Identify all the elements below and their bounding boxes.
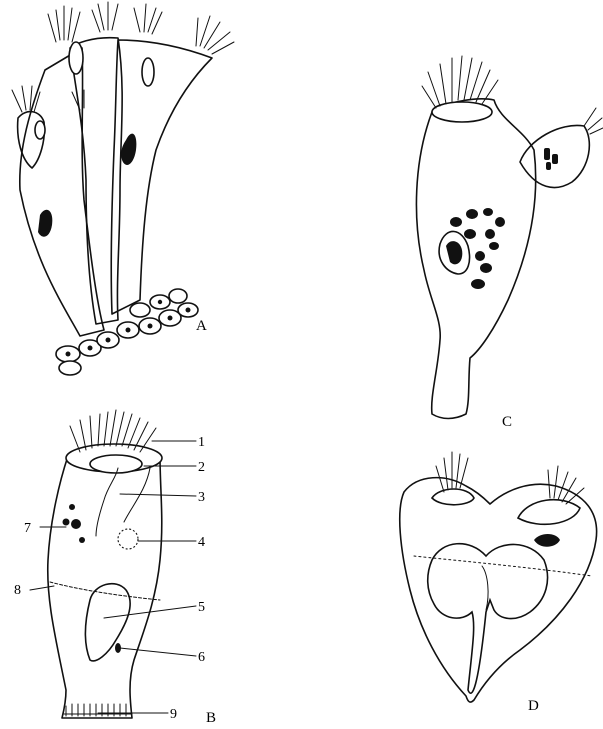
panel-b-granules bbox=[63, 504, 86, 543]
panel-c-cell: C bbox=[416, 56, 603, 430]
panel-a-opening-3 bbox=[35, 121, 45, 139]
panel-b-macronucleus bbox=[85, 584, 130, 661]
panel-a-cell-right bbox=[111, 40, 212, 314]
panel-d-opening-right bbox=[518, 500, 580, 525]
callout-2: 2 bbox=[198, 460, 205, 475]
panel-d-opening-left bbox=[432, 489, 474, 505]
panel-b-body bbox=[48, 456, 162, 718]
callout-4: 4 bbox=[198, 535, 205, 550]
panel-c-bud-nuclei bbox=[544, 148, 558, 170]
panel-b-label: B bbox=[206, 710, 216, 726]
panel-a-colony: A bbox=[12, 2, 234, 375]
panel-a-opening-2 bbox=[142, 58, 154, 86]
panel-c-cilia bbox=[422, 56, 498, 108]
panel-b-cell: 1 2 3 4 5 6 7 8 9 B bbox=[14, 410, 216, 726]
panel-b-gullet bbox=[96, 468, 118, 536]
callout-3: 3 bbox=[198, 490, 205, 505]
panel-b-leader-lines bbox=[30, 441, 196, 713]
callout-5: 5 bbox=[198, 600, 205, 615]
callout-9: 9 bbox=[170, 707, 177, 722]
panel-c-oral-opening bbox=[432, 102, 492, 122]
panel-d-nucleus bbox=[534, 534, 560, 547]
panel-a-nucleus-2 bbox=[38, 210, 52, 237]
panel-b-contractile-vacuole bbox=[118, 529, 138, 549]
panel-a-cilia bbox=[12, 2, 234, 112]
callout-7: 7 bbox=[24, 521, 31, 536]
panel-a-opening-1 bbox=[69, 42, 83, 74]
panel-c-label: C bbox=[502, 414, 512, 430]
panel-a-label: A bbox=[196, 318, 207, 334]
panel-a-cell-middle bbox=[70, 38, 122, 324]
callout-8: 8 bbox=[14, 583, 21, 598]
panel-a-nucleus-1 bbox=[121, 134, 136, 165]
panel-d-cell: D bbox=[400, 452, 597, 714]
panel-d-label: D bbox=[528, 698, 539, 714]
callout-1: 1 bbox=[198, 435, 205, 450]
callout-6: 6 bbox=[198, 650, 205, 665]
